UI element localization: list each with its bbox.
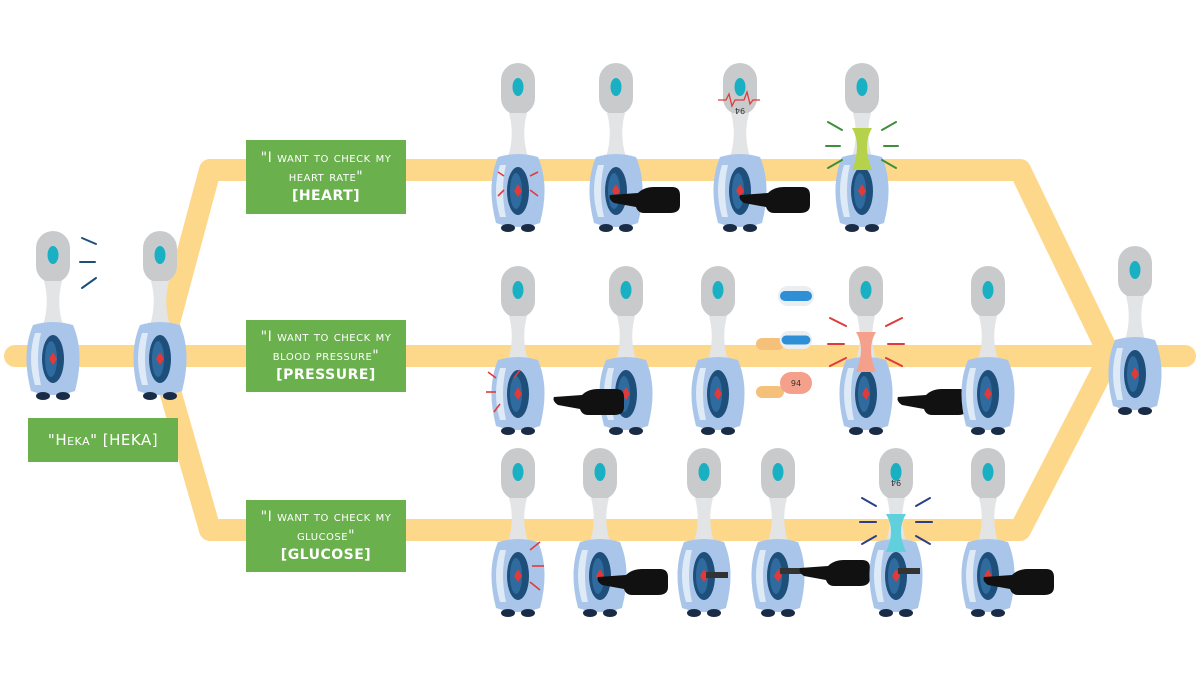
neck-glow [852, 128, 872, 170]
start-robots [26, 231, 187, 400]
pressure-readout: 94 [791, 379, 801, 388]
pressure-line-1: "I want to check my [260, 328, 392, 345]
heart-rate-sequence: 94 [491, 63, 899, 232]
glucose-label: "I want to check my glucose" [GLUCOSE] [246, 500, 406, 572]
sensor-glow-icon [497, 171, 539, 197]
glucose-readout: 94 [891, 478, 901, 487]
blood-pressure-cuff-icon [779, 331, 813, 349]
cuff-steps: 94 [756, 286, 814, 398]
glucose-sequence: 94 [491, 448, 1054, 617]
signal-rays-icon [825, 121, 899, 169]
heart-line-1: "I want to check my [260, 149, 392, 166]
heart-command: [HEART] [291, 187, 361, 204]
neck-glow [856, 332, 876, 372]
heart-rate-label: "I want to check my heart rate" [HEART] [246, 140, 406, 214]
glucose-branch [149, 345, 1121, 541]
heka-wake-label: "Heka" [HEKA] [28, 418, 178, 462]
signal-rays-icon [859, 497, 933, 545]
heka-robot-final [1108, 246, 1162, 415]
neck-glow [886, 514, 906, 552]
arm-skin-icon [756, 338, 784, 350]
glucose-line-2: glucose" [296, 527, 356, 544]
sensor-glow-icon [529, 541, 544, 591]
pointing-hand-icon [799, 560, 870, 586]
blood-pressure-sequence: 94 [486, 266, 1015, 435]
pointing-hand-icon [553, 389, 624, 415]
glucose-command: [GLUCOSE] [280, 546, 372, 563]
heart-readout: 94 [735, 106, 745, 115]
heart-line-2: heart rate" [288, 168, 364, 185]
heart-robot-1 [491, 63, 545, 232]
pressure-command: [PRESSURE] [276, 366, 376, 383]
glucose-line-1: "I want to check my [260, 508, 392, 525]
glucose-test-strip-icon [898, 568, 920, 574]
signal-rays-icon [827, 317, 905, 367]
glucose-test-strip-icon [706, 572, 728, 578]
blood-pressure-cuff-icon [778, 286, 814, 306]
heka-robot-idle [26, 231, 80, 400]
ecg-waveform-icon [718, 89, 760, 108]
pressure-line-2: blood pressure" [272, 347, 380, 364]
blood-pressure-label: "I want to check my blood pressure" [PRE… [246, 320, 406, 392]
wake-signal-icon [79, 237, 97, 289]
heka-wake-text: "Heka" [HEKA] [47, 430, 159, 449]
glucose-test-strip-icon [780, 568, 802, 574]
arm-skin-icon [756, 386, 784, 398]
sensor-glow-icon [486, 369, 521, 413]
pointing-hand-icon [897, 389, 968, 415]
heart-robot-3 [713, 63, 767, 232]
